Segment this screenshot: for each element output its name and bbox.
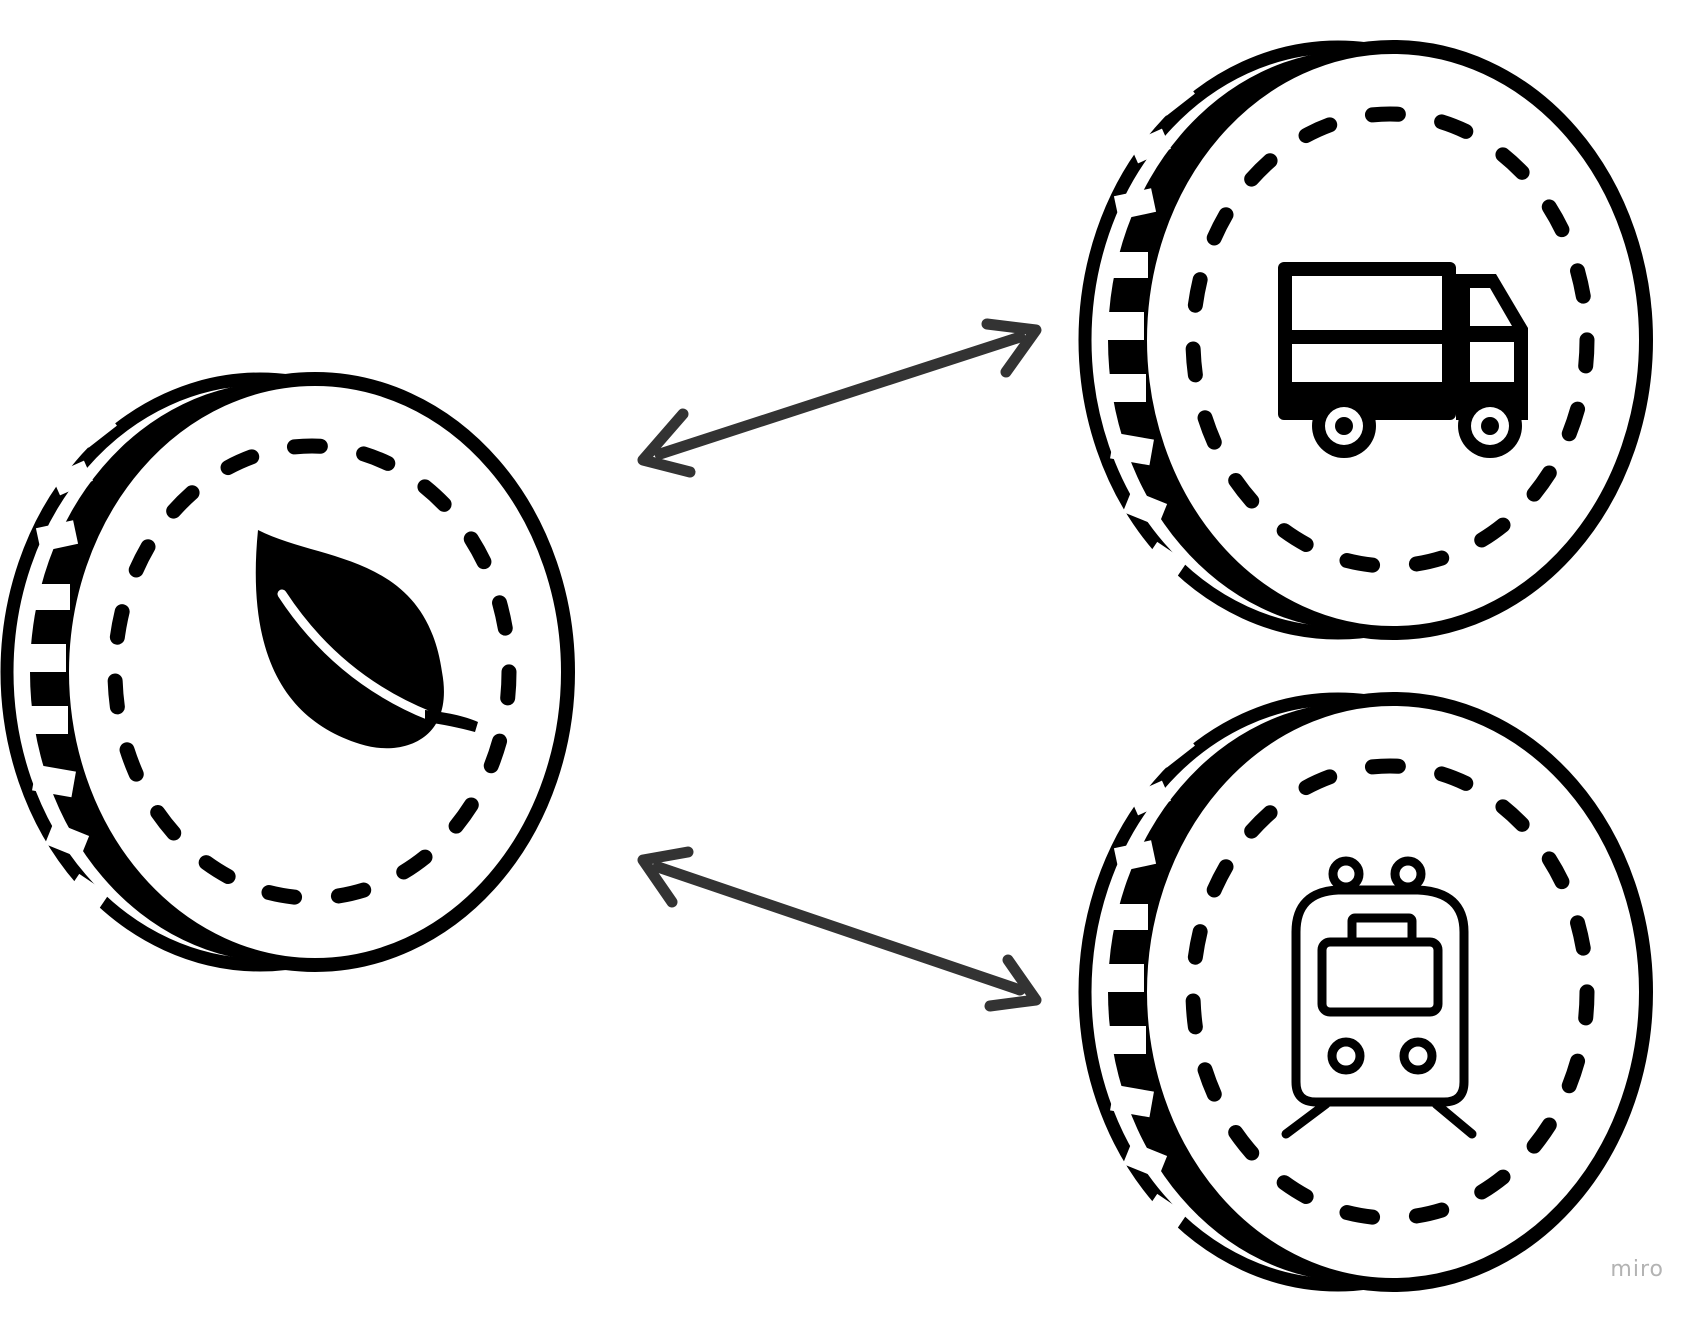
arrow-leaf-truck[interactable] [637, 318, 1042, 478]
truck-icon [1278, 262, 1528, 458]
coin-rim [1085, 47, 1646, 633]
coin-rim [1085, 699, 1646, 1285]
train-coin[interactable] [1085, 699, 1646, 1285]
train-icon [1281, 856, 1477, 1139]
truck-coin[interactable] [1085, 47, 1646, 633]
arrowhead-right [984, 954, 1042, 1012]
arrowhead-right [981, 318, 1042, 378]
connector-line [652, 861, 1026, 996]
leaf-coin[interactable] [7, 379, 568, 965]
coin-rim [7, 379, 568, 965]
connector-line [654, 331, 1026, 460]
miro-watermark: miro [1610, 1257, 1664, 1282]
arrowhead-left [637, 408, 696, 478]
arrow-leaf-train[interactable] [637, 846, 1042, 1012]
arrowhead-left [637, 846, 694, 908]
leaf-icon [255, 530, 478, 749]
